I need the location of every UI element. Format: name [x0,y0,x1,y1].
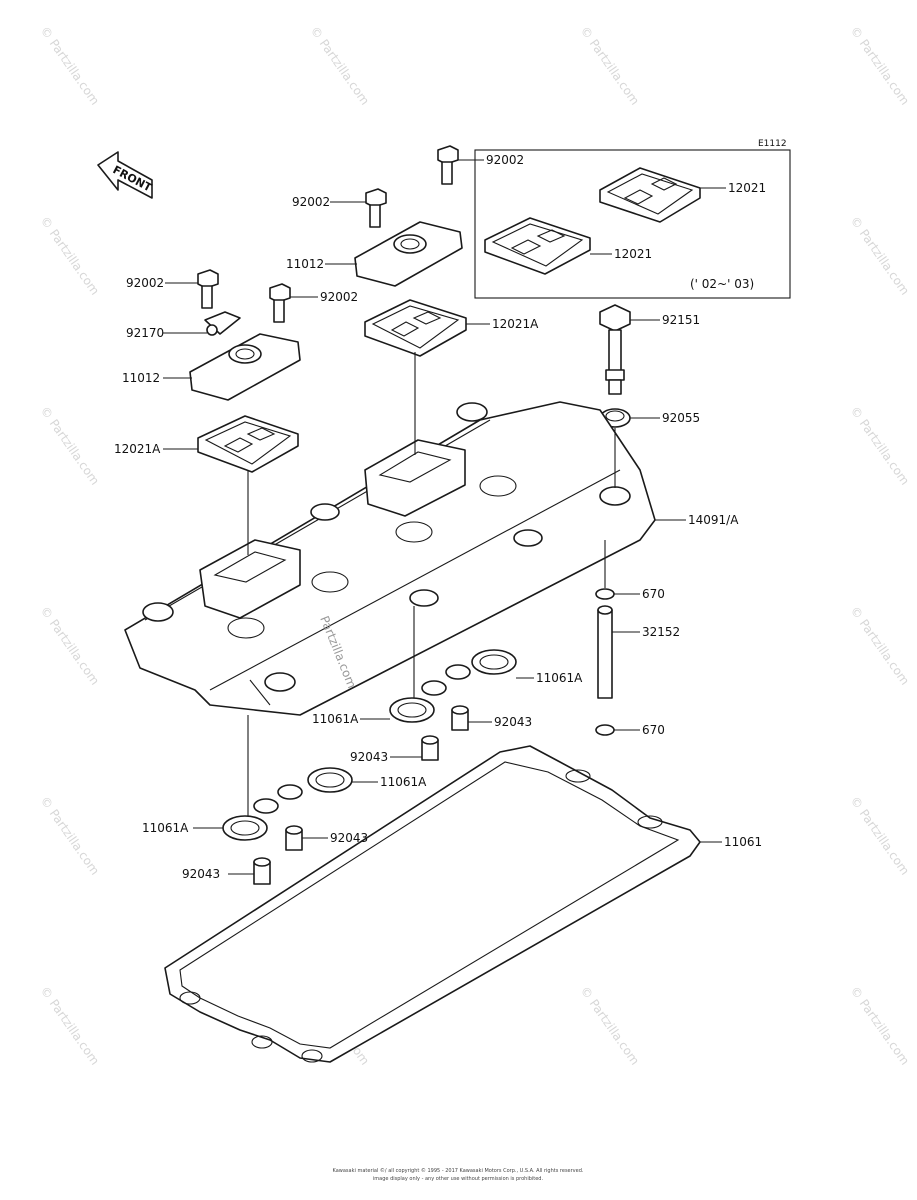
label-11061a-mid: 11061A [312,712,359,726]
watermark: © Partzilla.com [38,214,103,298]
label-12021-box-top: 12021 [728,181,766,195]
label-11061a-lower: 11061A [380,775,427,789]
variant-box [474,149,791,299]
leader-lines [163,159,726,875]
cylinder-head-cover-14091 [124,401,656,716]
label-12021-box-mid: 12021 [614,247,652,261]
watermark: © Partzilla.com [578,984,643,1068]
label-670-top: 670 [642,587,665,601]
label-12021a-right: 12021A [492,317,539,331]
label-11012-left: 11012 [122,371,160,385]
watermark: © Partzilla.com [848,214,913,298]
collar-92043-right [451,705,469,731]
copyright-line-1: Kawasaki material ©/ all copyright © 199… [333,1167,584,1174]
label-92170: 92170 [126,326,164,340]
front-arrow-icon: FRONT [97,151,154,199]
watermark: © Partzilla.com [578,24,643,108]
label-11061a-left: 11061A [142,821,189,835]
pipe-32152 [597,605,613,699]
watermark: © Partzilla.com [38,404,103,488]
label-12021a-left: 12021A [114,442,161,456]
watermark: © Partzilla.com [848,604,913,688]
collar-92043-lower [285,825,303,851]
bolt-92002-left [197,269,219,309]
oring-670-bottom [595,724,615,736]
bolt-92002-mid [365,188,387,228]
seal-11061a-lower [277,767,353,800]
cap-11012-right [354,221,463,287]
watermark: © Partzilla.com [38,984,103,1068]
bolt-92002-top [437,145,459,185]
collar-92043-mid [421,735,439,761]
oring-670-top [595,588,615,600]
part-labels: 92002 92002 11012 12021 12021 92002 9200… [114,153,766,881]
bolt-92002-left2 [269,283,291,323]
gasket-12021-lower [484,217,591,275]
label-11061: 11061 [724,835,762,849]
diagram-code: E1112 [758,139,787,149]
label-670-bottom: 670 [642,723,665,737]
gasket-11061 [164,745,701,1063]
watermark: © Partzilla.com [38,604,103,688]
label-92002-top: 92002 [486,153,524,167]
label-92002-left: 92002 [126,276,164,290]
watermark: © Partzilla.com [38,794,103,878]
label-11012-right: 11012 [286,257,324,271]
watermark: © Partzilla.com [848,984,913,1068]
label-92043-lower: 92043 [330,831,368,845]
seal-11061a-left [222,798,279,841]
watermark: © Partzilla.com [848,404,913,488]
label-11061a-right: 11061A [536,671,583,685]
seal-11061a-right [445,649,517,680]
gasket-12021a-right [364,299,467,357]
gasket-12021a-left [197,415,299,473]
bolt-92151 [599,304,631,395]
label-92151: 92151 [662,313,700,327]
watermark: © Partzilla.com [848,24,913,108]
seal-11061a-mid [389,680,447,723]
collar-92043-bottom [253,857,271,885]
label-92043-bottom: 92043 [182,867,220,881]
label-92002-mid: 92002 [292,195,330,209]
bracket-92170 [204,311,241,336]
watermark: © Partzilla.com [308,24,373,108]
label-92002-left2: 92002 [320,290,358,304]
label-92055: 92055 [662,411,700,425]
variant-note: (' 02~' 03) [690,277,754,291]
cap-11012-left [189,333,301,401]
label-92043-right: 92043 [494,715,532,729]
copyright-line-2: image display only - any other use witho… [373,1176,544,1182]
watermark: © Partzilla.com [38,24,103,108]
watermark: © Partzilla.com [848,794,913,878]
label-92043-mid: 92043 [350,750,388,764]
gasket-12021-upper [599,167,701,223]
label-14091: 14091/A [688,513,739,527]
label-32152: 32152 [642,625,680,639]
